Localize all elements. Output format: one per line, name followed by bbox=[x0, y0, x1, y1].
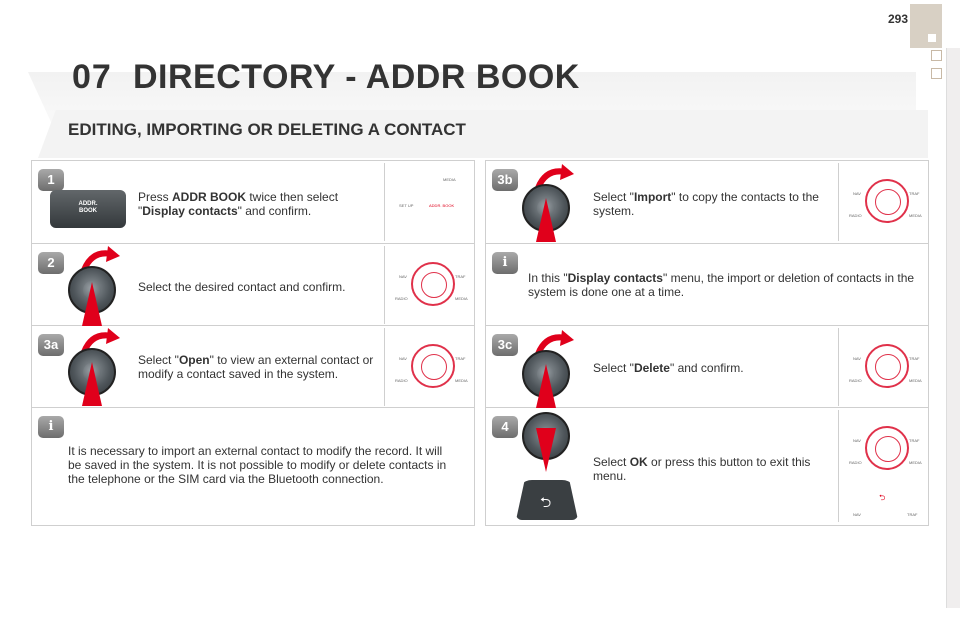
step-badge: 3c bbox=[492, 334, 518, 356]
control-panel-back: NAV TRAF RADIO MEDIA ⮌ NAV TRAF bbox=[838, 410, 928, 522]
red-arrow-icon bbox=[536, 428, 556, 472]
back-icon: ⮌ bbox=[879, 493, 886, 502]
step-badge: 2 bbox=[38, 252, 64, 274]
chapter-number: 07 bbox=[72, 58, 112, 96]
control-panel-dial: NAV TRAF RADIO MEDIA bbox=[384, 246, 474, 324]
step-1-text: Press ADDR BOOK twice then select "Displ… bbox=[138, 190, 339, 218]
red-arrow-icon bbox=[536, 198, 556, 242]
step-badge: 3a bbox=[38, 334, 64, 356]
info-row-left: i bbox=[32, 408, 474, 525]
corner-tab-square bbox=[928, 34, 936, 42]
step-3c-text: Select "Delete" and confirm. bbox=[593, 361, 744, 375]
red-arrow-icon bbox=[536, 364, 556, 408]
chapter-title: DIRECTORY - ADDR BOOK bbox=[133, 58, 580, 96]
control-panel-dial: NAV TRAF RADIO MEDIA bbox=[384, 328, 474, 406]
info-icon: i bbox=[38, 416, 64, 438]
step-row-2: 2 NAV TRAF RADIO MEDIA bbox=[32, 244, 474, 326]
control-panel-dial: NAV TRAF RADIO MEDIA bbox=[838, 328, 928, 406]
section-band bbox=[38, 110, 928, 158]
dial-icon bbox=[865, 344, 909, 388]
control-panel-dial: NAV TRAF RADIO MEDIA bbox=[838, 163, 928, 241]
step-row-3a: 3a NAV TRAF RADIO MEDIA bbox=[32, 326, 474, 408]
dial-icon bbox=[411, 262, 455, 306]
corner-tab bbox=[910, 4, 942, 48]
step-row-1: 1 MEDIA SET UP ADDR. BOOK bbox=[32, 161, 474, 244]
right-rail bbox=[946, 48, 960, 608]
info-text-left: It is necessary to import an external co… bbox=[68, 444, 447, 486]
red-arrow-icon bbox=[82, 282, 102, 326]
step-3a-text: Select "Open" to view an external contac… bbox=[138, 353, 374, 381]
step-badge: 3b bbox=[492, 169, 518, 191]
page-number: 293 bbox=[887, 12, 908, 26]
side-square-icon bbox=[931, 50, 942, 61]
dial-icon bbox=[865, 179, 909, 223]
addr-book-button: ADDR.BOOK bbox=[50, 190, 126, 228]
side-square-icon bbox=[931, 68, 942, 79]
step-row-3b: 3b NAV TRAF RADIO MEDIA bbox=[486, 161, 928, 244]
step-row-4: 4 NAV TRAF RADIO MEDIA ⮌ NAV TRAF bbox=[486, 408, 928, 525]
step-2-text: Select the desired contact and confirm. bbox=[138, 280, 346, 294]
info-icon: i bbox=[492, 252, 518, 274]
control-panel-addr-book: MEDIA SET UP ADDR. BOOK bbox=[384, 163, 474, 241]
step-badge: 4 bbox=[492, 416, 518, 438]
step-3b-text: Select "Import" to copy the contacts to … bbox=[593, 190, 819, 218]
step-badge: 1 bbox=[38, 169, 64, 191]
info-text-right: In this "Display contacts" menu, the imp… bbox=[528, 271, 915, 299]
dial-icon bbox=[865, 426, 909, 470]
info-row-right: i bbox=[486, 244, 928, 326]
back-button: ⮌ bbox=[516, 480, 578, 520]
step-row-3c: 3c NAV TRAF RADIO MEDIA bbox=[486, 326, 928, 408]
right-column: 3b NAV TRAF RADIO MEDIA i 3c NAV TRAF RA… bbox=[485, 160, 929, 526]
red-arrow-icon bbox=[82, 362, 102, 406]
dial-icon bbox=[411, 344, 455, 388]
step-4-text: Select OK or press this button to exit t… bbox=[593, 455, 811, 483]
section-title: EDITING, IMPORTING OR DELETING A CONTACT bbox=[68, 120, 466, 139]
back-icon: ⮌ bbox=[540, 494, 552, 510]
